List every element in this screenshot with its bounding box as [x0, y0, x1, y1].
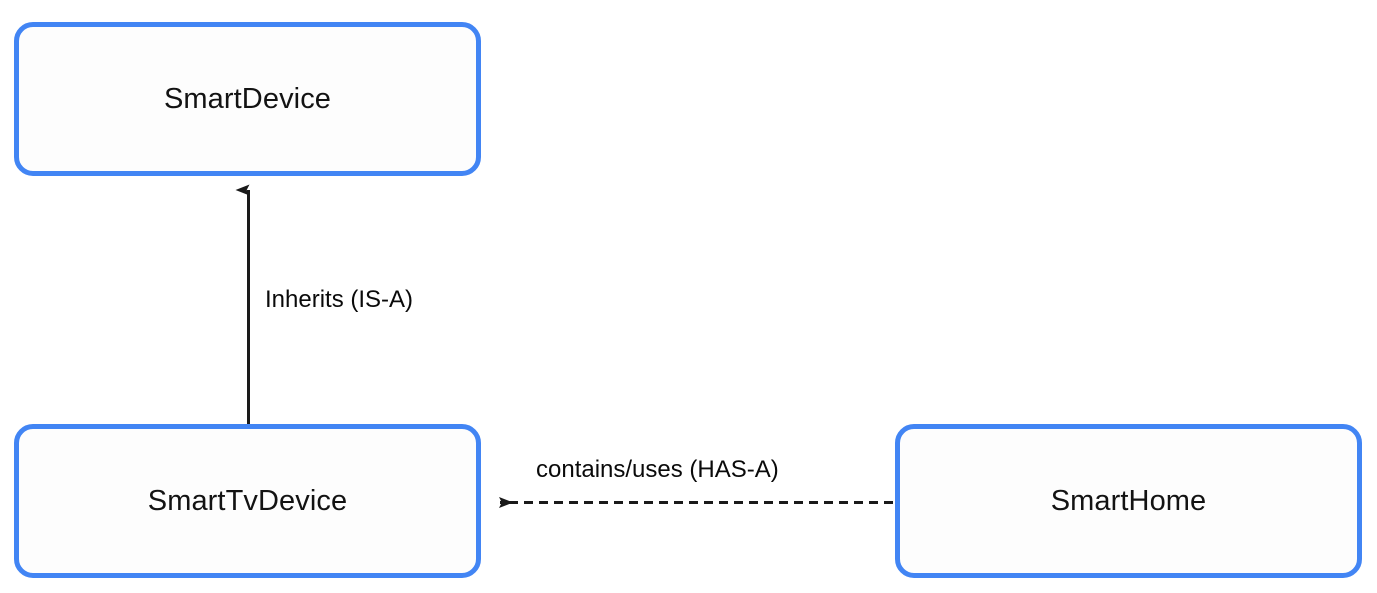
- edge-label-inherits: Inherits (IS-A): [265, 286, 414, 313]
- node-smart-home[interactable]: SmartHome: [895, 424, 1362, 578]
- node-smart-tv-device-label: SmartTvDevice: [147, 484, 348, 517]
- edge-label-contains-uses: contains/uses (HAS-A): [536, 456, 779, 483]
- node-smart-home-label: SmartHome: [1050, 484, 1207, 517]
- node-smart-tv-device[interactable]: SmartTvDevice: [14, 424, 481, 578]
- node-smart-device-label: SmartDevice: [163, 82, 332, 115]
- node-smart-device[interactable]: SmartDevice: [14, 22, 481, 176]
